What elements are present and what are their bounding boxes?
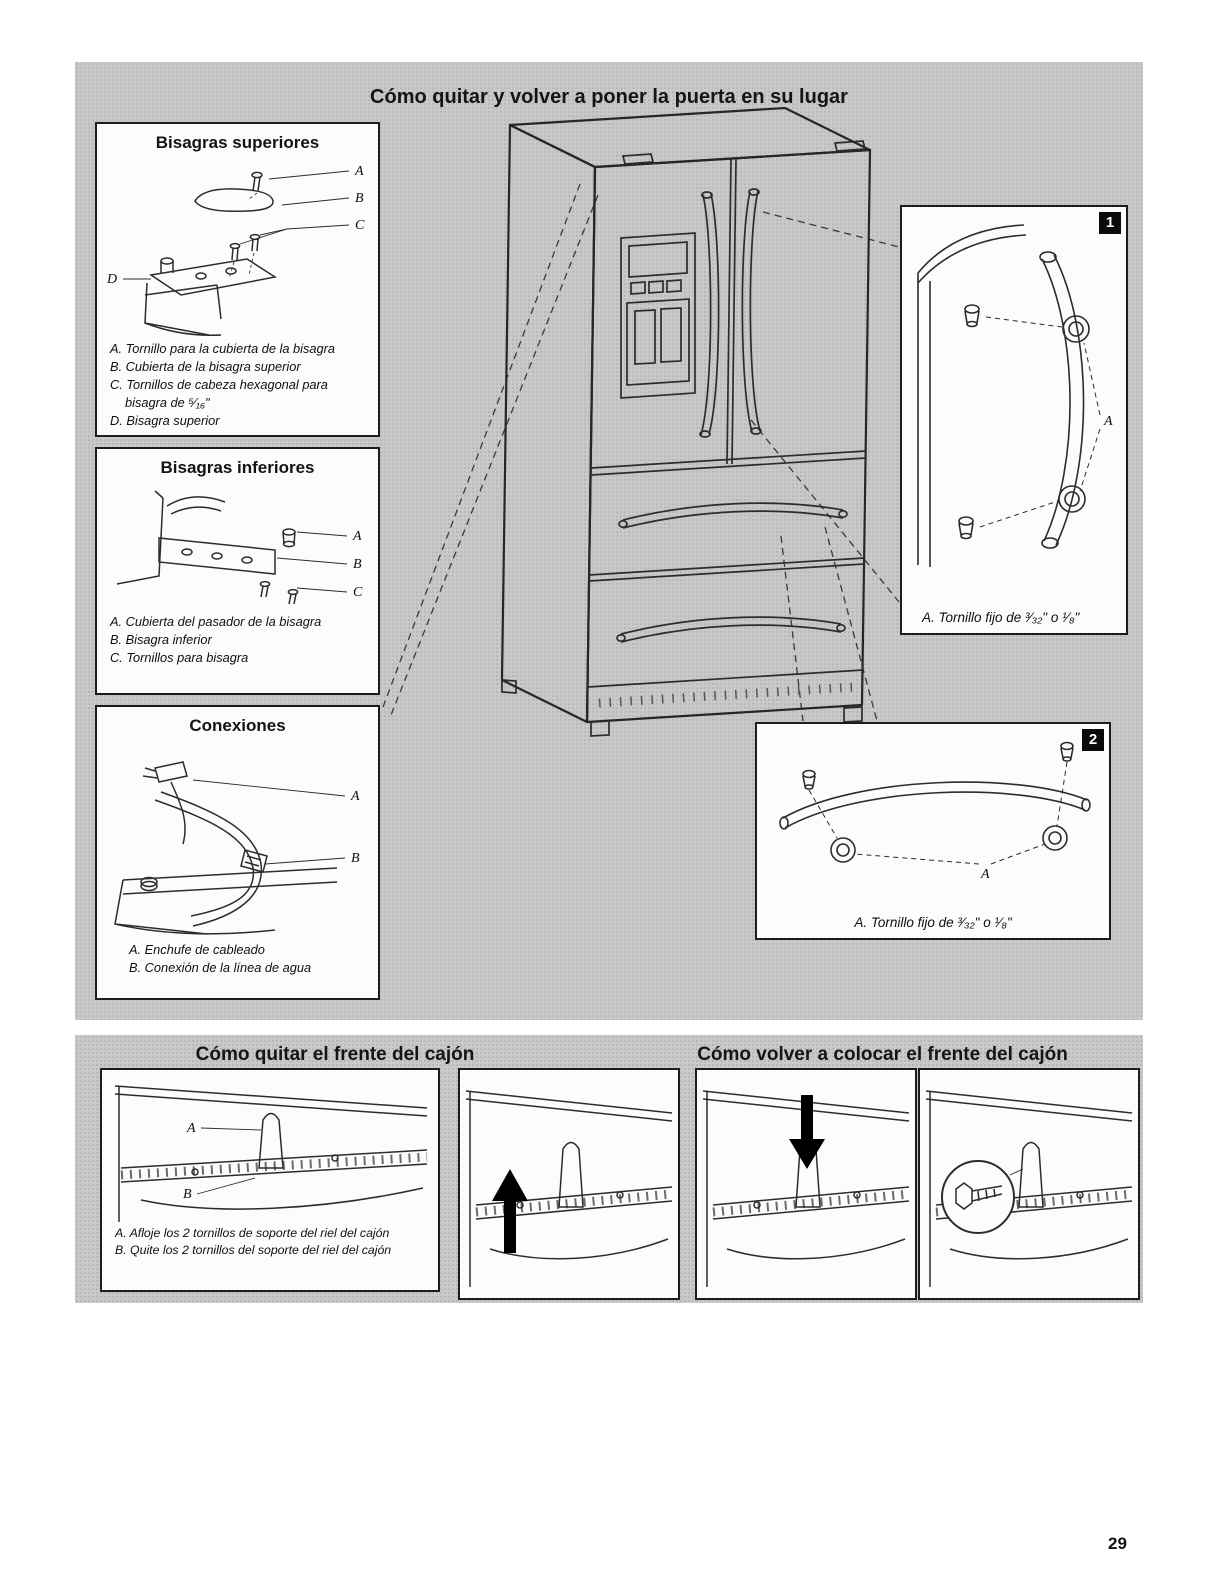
kick-plate-vents bbox=[598, 682, 855, 708]
label-a: A bbox=[352, 529, 362, 544]
top-hinges-captions: A. Tornillo para la cubierta de la bisag… bbox=[97, 337, 378, 438]
handle-detail-box-1: 1 bbox=[900, 205, 1128, 635]
caption-line: D. Bisagra superior bbox=[110, 412, 220, 428]
set-screw-right bbox=[1060, 741, 1074, 762]
wiring-plug bbox=[154, 761, 188, 783]
caption-line: B. Cubierta de la bisagra superior bbox=[110, 358, 301, 374]
fridge-details bbox=[501, 140, 867, 737]
caption-line: B. Bisagra inferior bbox=[110, 631, 212, 647]
rail-bracket bbox=[1018, 1141, 1044, 1208]
step-badge-2: 2 bbox=[1082, 729, 1104, 751]
drawer-replace-title: Cómo volver a colocar el frente del cajó… bbox=[697, 1044, 1068, 1065]
top-hinges-title: Bisagras superiores bbox=[155, 133, 320, 152]
label-a: A bbox=[1103, 414, 1113, 429]
set-screw-top bbox=[964, 304, 980, 328]
drawer-front-section: Cómo quitar el frente del cajón Cómo vol… bbox=[75, 1035, 1143, 1303]
drawer-step-2-box bbox=[458, 1068, 680, 1300]
handle-outline bbox=[782, 781, 1088, 819]
drawer-handle-diagram: A bbox=[779, 741, 1091, 882]
label-d: D bbox=[106, 272, 117, 287]
connections-captions: A. Enchufe de cableado B. Conexión de la… bbox=[97, 938, 378, 985]
label-c: C bbox=[355, 218, 365, 233]
magnifier-screw-icon bbox=[941, 1160, 1024, 1234]
rail-bracket bbox=[558, 1141, 584, 1208]
drawer-step-1-captions: A. Afloje los 2 tornillos de soporte del… bbox=[102, 1224, 438, 1267]
set-screw-bottom bbox=[958, 516, 974, 540]
caption-line: B. Quite los 2 tornillos del soporte del… bbox=[115, 1243, 392, 1258]
label-a: A bbox=[186, 1121, 196, 1136]
caption-line: A. Cubierta del pasador de la bisagra bbox=[110, 614, 322, 629]
rail-bracket bbox=[258, 1112, 284, 1169]
label-a: A bbox=[350, 789, 360, 804]
caption-line: A. Tornillo para la cubierta de la bisag… bbox=[110, 341, 336, 356]
drawer-remove-title: Cómo quitar el frente del cajón bbox=[195, 1044, 475, 1065]
page-number: 29 bbox=[1108, 1534, 1127, 1553]
drawer-screw-diagram bbox=[925, 1090, 1133, 1287]
handle-detail-box-2: 2 bbox=[755, 722, 1111, 940]
bottom-hinges-box: Bisagras inferiores bbox=[95, 447, 380, 695]
drawer-step-3-box bbox=[695, 1068, 917, 1300]
door-removal-section: Cómo quitar y volver a poner la puerta e… bbox=[75, 62, 1143, 1020]
label-c: C bbox=[353, 585, 363, 600]
handle-detail-2-caption: A. Tornillo fijo de ³⁄₃₂" o ¹⁄₈" bbox=[854, 915, 1012, 930]
leader-lines bbox=[382, 183, 900, 722]
label-b: B bbox=[355, 191, 364, 206]
caption-line: A. Enchufe de cableado bbox=[129, 942, 265, 957]
label-b: B bbox=[353, 557, 362, 572]
top-hinge-cover-right bbox=[833, 140, 867, 152]
connections-title: Conexiones bbox=[189, 716, 286, 735]
label-b: B bbox=[183, 1187, 192, 1202]
drawer-lift-diagram bbox=[465, 1090, 673, 1287]
drawer-seat-diagram bbox=[702, 1090, 910, 1287]
connections-diagram: A B bbox=[114, 761, 360, 935]
caption-line: C. Tornillos de cabeza hexagonal para bi… bbox=[110, 376, 328, 410]
drawer-step-4-box bbox=[918, 1068, 1140, 1300]
water-line bbox=[160, 791, 263, 927]
top-hinges-box: Bisagras superiores bbox=[95, 122, 380, 437]
arrow-down-icon bbox=[789, 1095, 825, 1169]
door-section-title: Cómo quitar y volver a poner la puerta e… bbox=[370, 86, 848, 108]
caption-line: A. Afloje los 2 tornillos de soporte del… bbox=[115, 1226, 390, 1240]
label-a: A bbox=[354, 164, 364, 179]
top-hinge-cover-left bbox=[621, 153, 655, 165]
top-hinge-diagram: A B C D bbox=[106, 164, 365, 336]
label-b: B bbox=[351, 851, 360, 866]
label-a: A bbox=[980, 867, 990, 882]
water-coupling bbox=[240, 849, 268, 873]
dispenser bbox=[620, 232, 696, 399]
fridge-body bbox=[500, 106, 872, 724]
bottom-hinges-title: Bisagras inferiores bbox=[160, 458, 315, 477]
arrow-up-icon bbox=[492, 1169, 528, 1253]
caption-line: B. Conexión de la línea de agua bbox=[129, 959, 312, 975]
drawer-step-1-box: A B A. Afloje los 2 tornillos de soporte… bbox=[100, 1068, 440, 1292]
refrigerator-diagram bbox=[382, 106, 900, 737]
set-screw-left bbox=[802, 769, 816, 790]
drawer-rail-diagram: A B bbox=[114, 1085, 428, 1222]
bottom-hinge-diagram: A B C bbox=[116, 490, 363, 605]
connections-box: Conexiones bbox=[95, 705, 380, 1000]
handle-detail-1-caption: A. Tornillo fijo de ³⁄₃₂" o ¹⁄₈" bbox=[922, 610, 1080, 625]
caption-line: C. Tornillos para bisagra bbox=[110, 649, 249, 665]
door-handle-diagram: A bbox=[917, 224, 1113, 567]
bottom-hinges-captions: A. Cubierta del pasador de la bisagra B.… bbox=[97, 610, 378, 675]
step-badge-1: 1 bbox=[1099, 212, 1121, 234]
